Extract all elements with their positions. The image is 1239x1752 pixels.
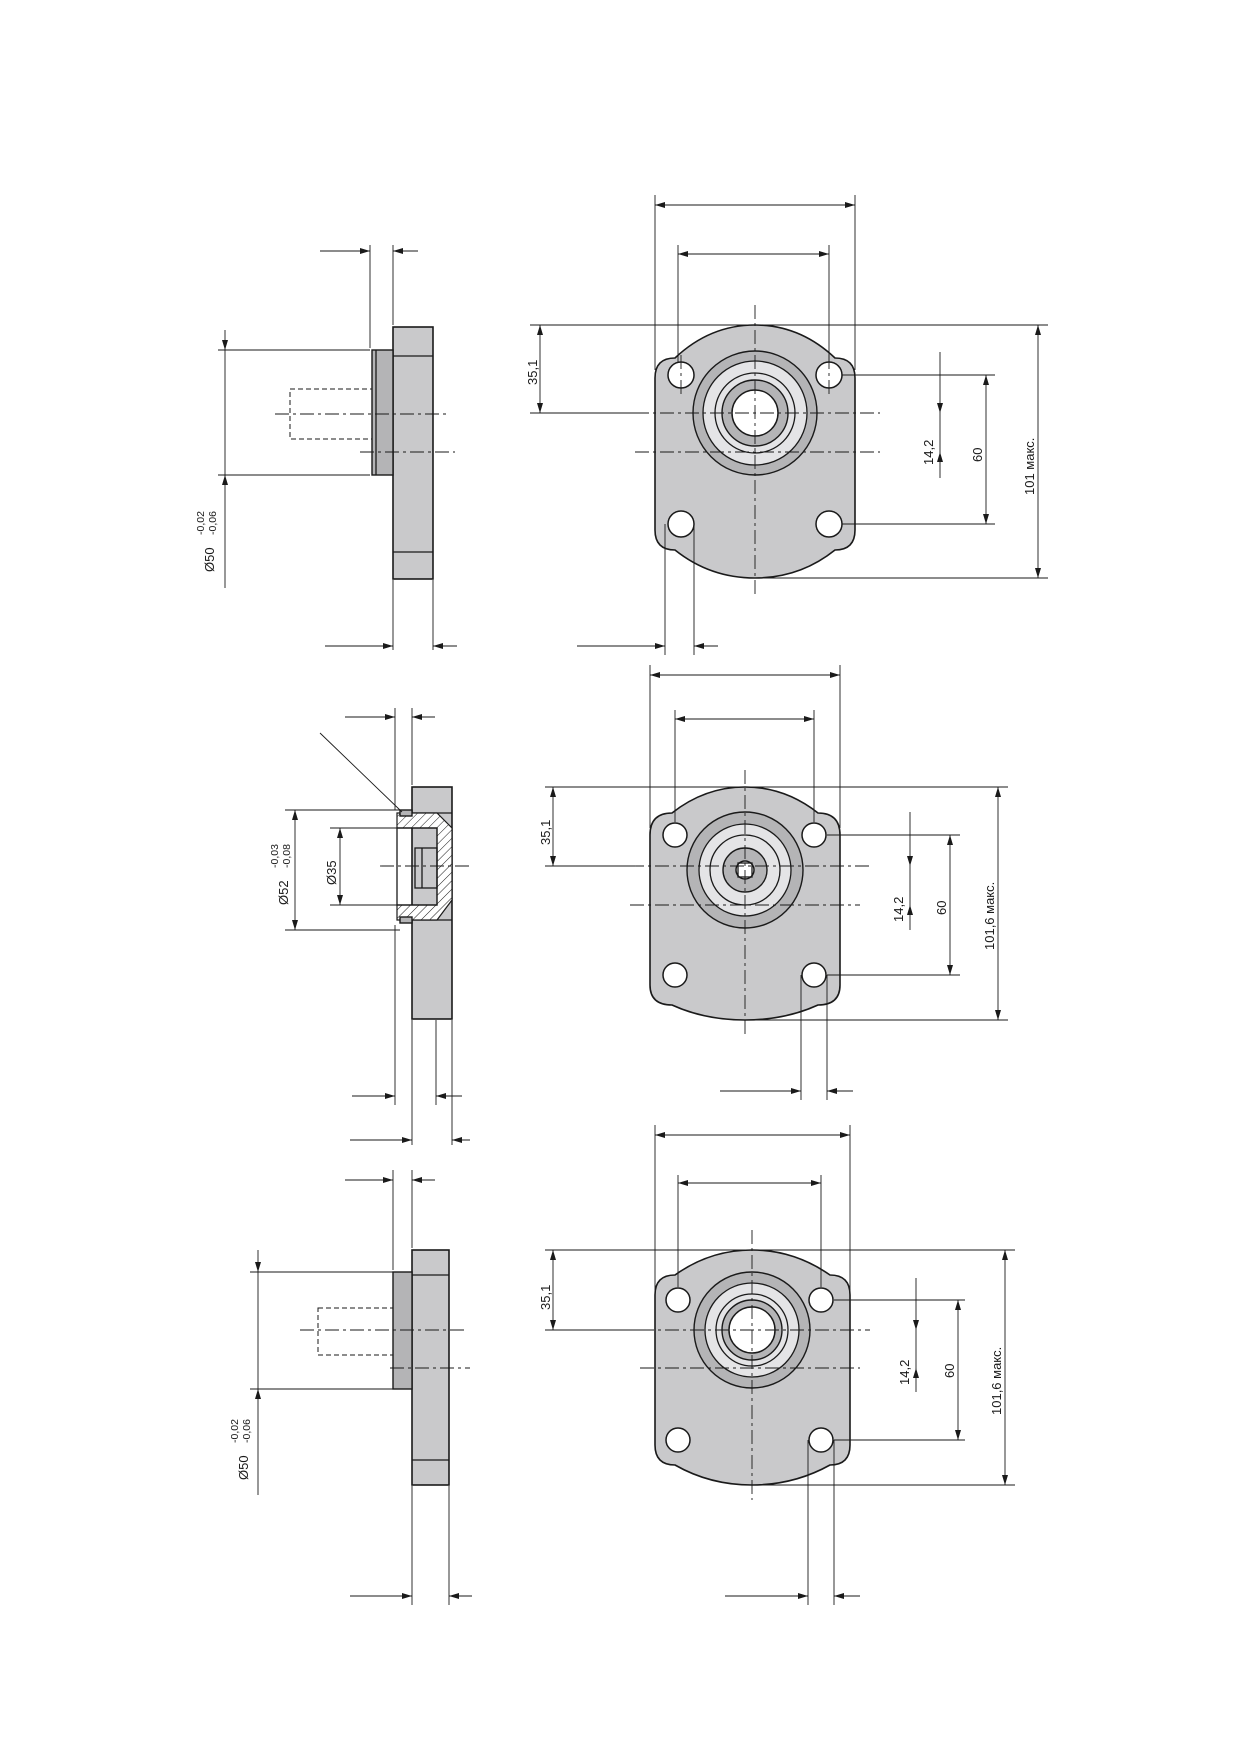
middle-bore-diameter: Ø52	[276, 880, 291, 905]
bottom-shaft-diameter-label: Ø50	[236, 1455, 251, 1480]
top-dim-60: 60	[970, 448, 985, 462]
top-dim-14: 14,2	[921, 440, 936, 465]
middle-bore-tol-upper: -0,03	[269, 844, 281, 868]
bottom-shaft-tol-upper: -0,02	[229, 1419, 241, 1443]
bottom-dim-35: 35,1	[538, 1285, 553, 1310]
bottom-front-view: 35,1 14,2 60 101,6 макс.	[538, 1125, 1015, 1605]
top-shaft-tol-lower: -0,06	[207, 511, 219, 535]
top-dim-35: 35,1	[525, 360, 540, 385]
top-side-view: Ø50 -0,02 -0,06	[195, 245, 457, 650]
bottom-shaft-tol-lower: -0,06	[241, 1419, 253, 1443]
bottom-dim-14: 14,2	[897, 1360, 912, 1385]
middle-dim-height: 101,6 макс.	[982, 882, 997, 950]
middle-inner-diameter: Ø35	[324, 860, 339, 885]
middle-dim-60: 60	[934, 901, 949, 915]
middle-front-view: 35,1 14,2 60 101,6 макс.	[538, 665, 1008, 1100]
top-front-view: 35,1 14,2 60 101 макс.	[525, 195, 1048, 655]
middle-dim-14: 14,2	[891, 897, 906, 922]
bottom-side-view: Ø50 -0,02 -0,06	[229, 1170, 472, 1605]
middle-dim-35: 35,1	[538, 820, 553, 845]
bottom-dim-60: 60	[942, 1364, 957, 1378]
top-shaft-tol-upper: -0,02	[195, 511, 207, 535]
top-dim-height: 101 макс.	[1022, 438, 1037, 495]
middle-bore-tol-lower: -0,08	[281, 844, 293, 868]
bottom-dim-height: 101,6 макс.	[989, 1347, 1004, 1415]
middle-side-view: Ø52 -0,03 -0,08 Ø35	[269, 708, 470, 1145]
top-shaft-diameter-label: Ø50	[202, 547, 217, 572]
